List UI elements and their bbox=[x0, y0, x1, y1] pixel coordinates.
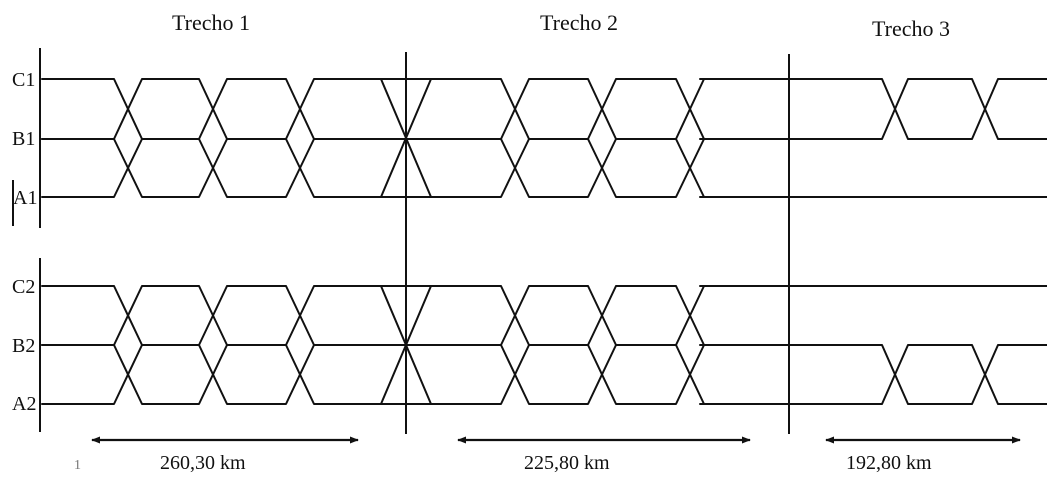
distance-label-3: 192,80 km bbox=[846, 452, 932, 474]
weave-c2-upper-1 bbox=[41, 285, 706, 346]
section-title-1: Trecho 1 bbox=[172, 10, 251, 35]
sec3-c1-b bbox=[699, 78, 1047, 140]
phase-label-a2: A2 bbox=[12, 393, 37, 415]
section-title-3: Trecho 3 bbox=[872, 16, 951, 41]
phase-label-c2: C2 bbox=[12, 276, 36, 298]
weave-c2-lower-1 bbox=[41, 344, 706, 405]
weave-c2-lower-2 bbox=[41, 344, 706, 405]
weave-c1-lower-2 bbox=[41, 138, 706, 198]
phase-label-c1: C1 bbox=[12, 69, 36, 91]
section-boundaries bbox=[12, 48, 790, 434]
phase-label-b2: B2 bbox=[12, 335, 36, 357]
phase-label-b1: B1 bbox=[12, 128, 36, 150]
distance-label-1: 260,30 km bbox=[160, 452, 246, 474]
sec3-c2-b bbox=[699, 344, 1047, 405]
phase-label-a1: A1 bbox=[13, 187, 38, 209]
section-title-2: Trecho 2 bbox=[540, 10, 619, 35]
distance-label-2: 225,80 km bbox=[524, 452, 610, 474]
phase-conductors bbox=[41, 78, 1047, 405]
weave-c1-upper-2 bbox=[41, 78, 706, 140]
sec3-c2-a bbox=[699, 344, 1047, 405]
stray-mark: 1 bbox=[74, 458, 81, 473]
sec3-c1-a bbox=[699, 78, 1047, 140]
weave-c1-upper-1 bbox=[41, 78, 706, 140]
weave-c2-upper-2 bbox=[41, 285, 706, 346]
weave-c1-lower-1 bbox=[41, 138, 706, 198]
